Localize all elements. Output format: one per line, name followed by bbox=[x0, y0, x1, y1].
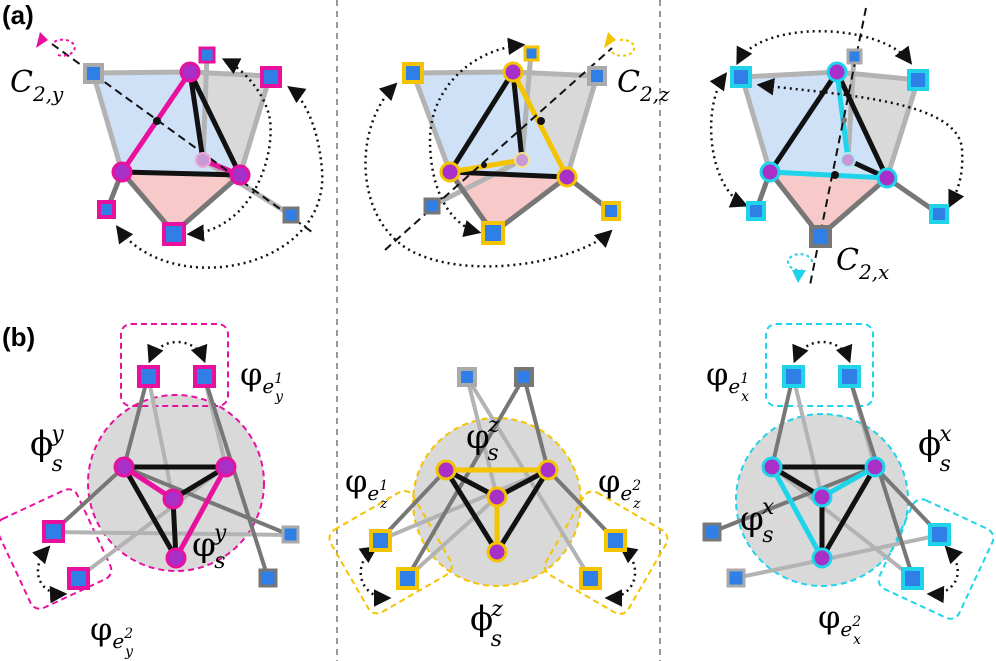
ligand-box-e1-x bbox=[765, 323, 874, 407]
axis-label-cz: C2,z bbox=[617, 65, 670, 106]
swap-arrow-e2-x bbox=[926, 545, 963, 604]
site-nodes bbox=[435, 459, 559, 563]
axis-line-cz bbox=[384, 47, 613, 251]
swap-arrow-top-cx bbox=[736, 30, 913, 66]
ligand-squares bbox=[42, 365, 300, 590]
site-nodes bbox=[439, 61, 578, 188]
site-nodes bbox=[759, 61, 898, 189]
swap-arrow-inner-cz bbox=[428, 37, 526, 238]
panel-a-cz: C2,z bbox=[364, 32, 670, 268]
ligand-squares bbox=[402, 45, 621, 245]
panel-a-cy: C2,y bbox=[10, 32, 324, 269]
ligand-squares bbox=[83, 46, 300, 246]
swap-arrow-e1-z bbox=[358, 546, 392, 607]
rotation-arrow-cy bbox=[51, 38, 76, 57]
swap-arrow-e1-x bbox=[792, 340, 853, 364]
ligand-squares bbox=[369, 367, 627, 590]
panel-label-b: (b) bbox=[2, 322, 35, 352]
ligand-box-e2-x bbox=[877, 498, 995, 620]
site-nodes bbox=[113, 456, 237, 569]
swap-arrow-e1-y bbox=[147, 340, 208, 364]
swap-arrow-left-cx bbox=[709, 72, 749, 208]
ligand-box-e2-y bbox=[0, 488, 113, 610]
axis-label-cx: C2,x bbox=[836, 243, 889, 284]
rotation-arrow-cz bbox=[611, 38, 636, 57]
rotation-arrow-cx bbox=[787, 253, 813, 272]
panel-label-a: (a) bbox=[2, 0, 34, 30]
ligand-squares bbox=[730, 48, 949, 248]
swap-arrow-e2-y bbox=[32, 545, 68, 604]
axis-label-cy: C2,y bbox=[10, 65, 64, 106]
site-nodes bbox=[761, 456, 886, 569]
swap-arrow-outer-cz bbox=[364, 82, 613, 268]
swap-arrow-e2-z bbox=[604, 545, 639, 607]
ligand-box-e1-y bbox=[120, 323, 229, 407]
ligand-squares bbox=[702, 365, 951, 590]
panel-a-cx: C2,x bbox=[709, 7, 965, 286]
site-nodes bbox=[111, 61, 251, 186]
